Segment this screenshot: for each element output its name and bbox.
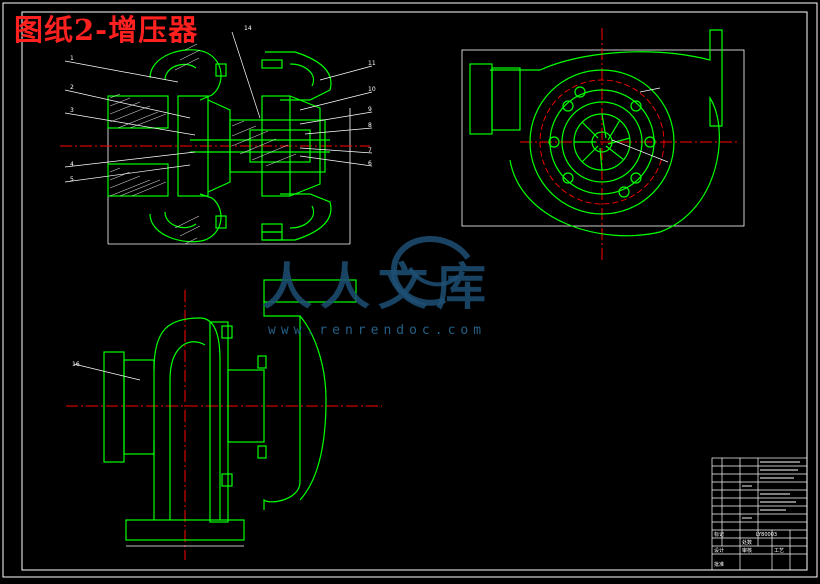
part-number-1: 1 (70, 55, 74, 62)
part-number-14: 14 (244, 25, 252, 32)
part-number-6: 6 (368, 160, 372, 167)
title-block-drawing-no: LY80003 (756, 532, 777, 538)
part-number-9: 9 (368, 106, 372, 113)
watermark-url: www.renrendoc.com (268, 323, 487, 338)
title-block-label-process: 工艺 (774, 548, 784, 554)
part-number-7: 7 (368, 147, 372, 154)
part-number-2: 2 (70, 84, 74, 91)
part-number-4: 4 (70, 161, 74, 168)
title-block-label-review: 审核 (742, 547, 752, 554)
part-number-10: 10 (368, 86, 376, 93)
part-number-3: 3 (70, 107, 74, 114)
drawing-title: 图纸2-增压器 (14, 13, 199, 47)
part-number-16: 16 (72, 361, 80, 368)
title-block-label-count: 处数 (742, 539, 752, 546)
front-view (461, 28, 745, 262)
title-block-label-approve: 批准 (714, 561, 724, 568)
part-number-11: 11 (368, 60, 376, 67)
section-view: 1 2 3 4 5 14 11 10 9 8 7 6 (60, 25, 376, 245)
title-block-label-mark: 标记 (714, 531, 724, 538)
title-block-label-design: 设计 (714, 547, 724, 554)
watermark-brand: 人人文库 (262, 258, 494, 316)
watermark-logo-icon (391, 236, 471, 306)
part-number-5: 5 (70, 176, 74, 183)
end-view: 16 (66, 279, 382, 560)
title-block (711, 457, 808, 571)
part-number-8: 8 (368, 122, 372, 129)
